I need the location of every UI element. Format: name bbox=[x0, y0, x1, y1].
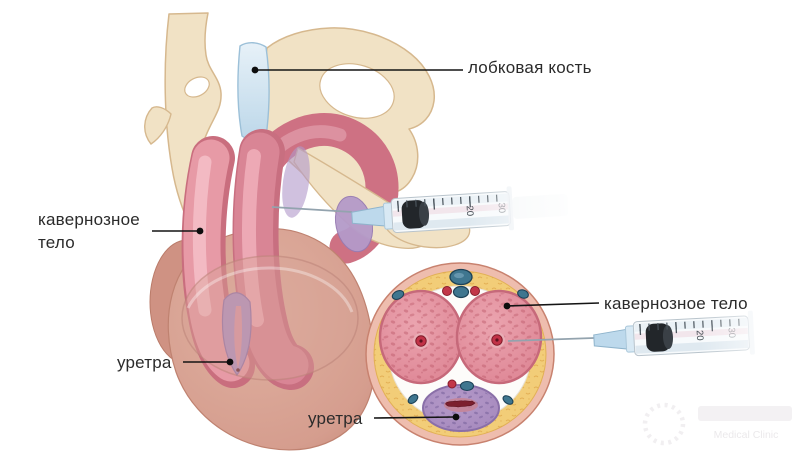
label-cavernous-body-cross: кавернозное тело bbox=[604, 294, 748, 313]
watermark-wordmark bbox=[698, 406, 792, 421]
pubic-symphysis-cartilage bbox=[237, 42, 270, 142]
label-cavernous-body-side-line2: тело bbox=[38, 233, 75, 253]
needle-icon bbox=[507, 337, 595, 342]
urethra-upper-hint bbox=[282, 146, 310, 218]
watermark: Medical Clinic bbox=[642, 402, 792, 446]
corpus-spongiosum-circle bbox=[422, 384, 500, 432]
meatus bbox=[236, 368, 240, 372]
corpus-cavernosum-far-tube bbox=[232, 129, 314, 390]
watermark-wreath-icon bbox=[642, 402, 686, 446]
bone-notch bbox=[184, 76, 210, 98]
glans-overlay bbox=[181, 255, 359, 381]
corpus-cavernosum-near-tube bbox=[181, 136, 255, 388]
pelvic-bone-left bbox=[144, 12, 222, 231]
syringe-injection-cross: 20 30 bbox=[507, 299, 800, 370]
corpus-cavernosum-right-circle bbox=[455, 289, 543, 385]
label-urethra-side: уретра bbox=[117, 353, 172, 372]
obturator-foramen bbox=[319, 63, 395, 119]
label-cavernous-body-side: кавернозное тело bbox=[38, 208, 140, 255]
label-urethra-cross: уретра bbox=[308, 409, 363, 428]
syringe-injection-side: 20 30 bbox=[271, 173, 595, 243]
dorsal-vessels bbox=[391, 268, 529, 300]
cross-section-group: 20 30 bbox=[365, 262, 800, 446]
side-view-group: 20 30 bbox=[144, 12, 595, 451]
needle-icon bbox=[271, 206, 353, 213]
syringe-scale-number: 20 bbox=[694, 330, 706, 341]
leader-cavernous-cross bbox=[506, 302, 600, 307]
ventral-vessels bbox=[407, 379, 514, 405]
urethra-groove bbox=[221, 292, 252, 377]
label-pubic-bone: лобковая кость bbox=[468, 58, 592, 77]
bone-spine bbox=[144, 106, 172, 145]
syringe-hub bbox=[593, 328, 630, 350]
corpus-cavernosum-left-circle bbox=[378, 289, 464, 385]
leader-lines bbox=[152, 66, 600, 421]
urethra-lumen bbox=[445, 400, 476, 408]
watermark-subtitle: Medical Clinic bbox=[714, 429, 779, 441]
label-cavernous-body-side-line1: кавернозное bbox=[38, 210, 140, 229]
leader-urethra-cross bbox=[373, 416, 456, 419]
